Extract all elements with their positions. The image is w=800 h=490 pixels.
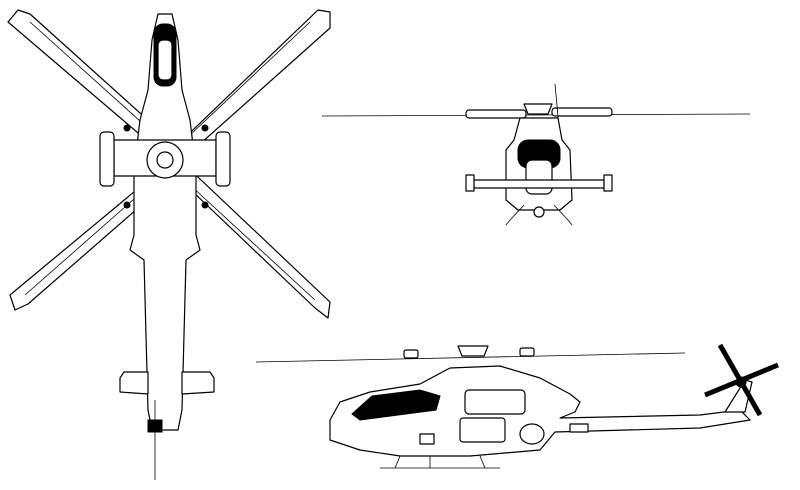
front-stub-wings bbox=[473, 179, 605, 189]
side-fuselage bbox=[329, 365, 751, 457]
side-tail-rotor bbox=[704, 343, 779, 417]
top-view bbox=[7, 9, 331, 480]
front-view bbox=[321, 83, 751, 226]
side-landing-skids bbox=[380, 455, 500, 469]
front-rotor bbox=[321, 113, 751, 117]
side-canopy bbox=[351, 389, 441, 421]
top-horizontal-stabilizer bbox=[119, 371, 215, 395]
side-view bbox=[255, 343, 779, 469]
side-rotor bbox=[255, 352, 686, 363]
top-fuselage bbox=[129, 13, 201, 431]
